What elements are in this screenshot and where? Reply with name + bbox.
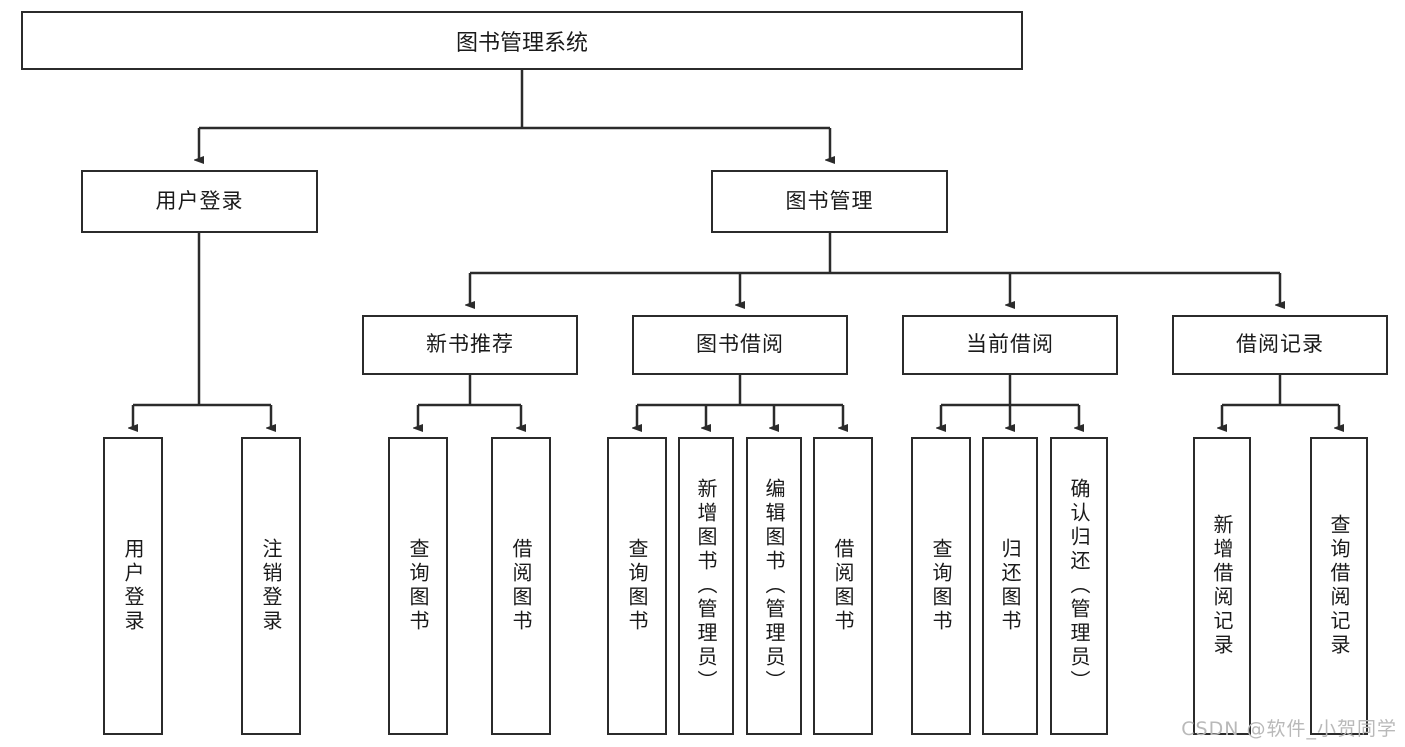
node-leaf-user-login[interactable]: 用户登录 <box>103 437 163 735</box>
node-leaf-confirm-return[interactable]: 确认归还（管理员） <box>1050 437 1108 735</box>
node-root-label: 图书管理系统 <box>455 30 588 56</box>
node-leaf-user-logout-label: 注销登录 <box>259 538 283 634</box>
node-new-book-recommend-label: 新书推荐 <box>426 332 514 357</box>
node-leaf-query-book-1[interactable]: 查询图书 <box>388 437 448 735</box>
node-leaf-user-logout[interactable]: 注销登录 <box>241 437 301 735</box>
node-leaf-return-book-label: 归还图书 <box>998 538 1022 634</box>
node-leaf-edit-book[interactable]: 编辑图书（管理员） <box>746 437 802 735</box>
node-leaf-confirm-return-label: 确认归还（管理员） <box>1067 478 1091 694</box>
node-user-login-label: 用户登录 <box>155 188 244 213</box>
node-new-book-recommend[interactable]: 新书推荐 <box>362 315 578 375</box>
node-leaf-add-record-label: 新增借阅记录 <box>1210 514 1234 658</box>
node-leaf-query-book-3-label: 查询图书 <box>929 538 953 634</box>
node-book-manage[interactable]: 图书管理 <box>711 170 948 233</box>
node-current-borrow-label: 当前借阅 <box>966 332 1054 357</box>
node-leaf-add-record[interactable]: 新增借阅记录 <box>1193 437 1251 735</box>
node-leaf-borrow-book-1[interactable]: 借阅图书 <box>491 437 551 735</box>
node-leaf-query-record-label: 查询借阅记录 <box>1327 514 1351 658</box>
node-borrow-record-label: 借阅记录 <box>1236 332 1324 357</box>
node-root[interactable]: 图书管理系统 <box>21 11 1023 70</box>
node-leaf-borrow-book-1-label: 借阅图书 <box>509 538 533 634</box>
node-leaf-query-book-3[interactable]: 查询图书 <box>911 437 971 735</box>
node-leaf-query-book-2-label: 查询图书 <box>625 538 649 634</box>
node-leaf-query-book-1-label: 查询图书 <box>406 538 430 634</box>
node-leaf-add-book[interactable]: 新增图书（管理员） <box>678 437 734 735</box>
node-book-borrow[interactable]: 图书借阅 <box>632 315 848 375</box>
node-leaf-add-book-label: 新增图书（管理员） <box>694 478 718 694</box>
node-book-manage-label: 图书管理 <box>785 188 874 213</box>
node-book-borrow-label: 图书借阅 <box>696 332 784 357</box>
node-leaf-edit-book-label: 编辑图书（管理员） <box>762 478 786 694</box>
node-borrow-record[interactable]: 借阅记录 <box>1172 315 1388 375</box>
node-leaf-query-record[interactable]: 查询借阅记录 <box>1310 437 1368 735</box>
node-leaf-return-book[interactable]: 归还图书 <box>982 437 1038 735</box>
node-leaf-query-book-2[interactable]: 查询图书 <box>607 437 667 735</box>
node-leaf-borrow-book-2[interactable]: 借阅图书 <box>813 437 873 735</box>
node-user-login[interactable]: 用户登录 <box>81 170 318 233</box>
node-leaf-user-login-label: 用户登录 <box>121 538 145 634</box>
node-current-borrow[interactable]: 当前借阅 <box>902 315 1118 375</box>
node-leaf-borrow-book-2-label: 借阅图书 <box>831 538 855 634</box>
